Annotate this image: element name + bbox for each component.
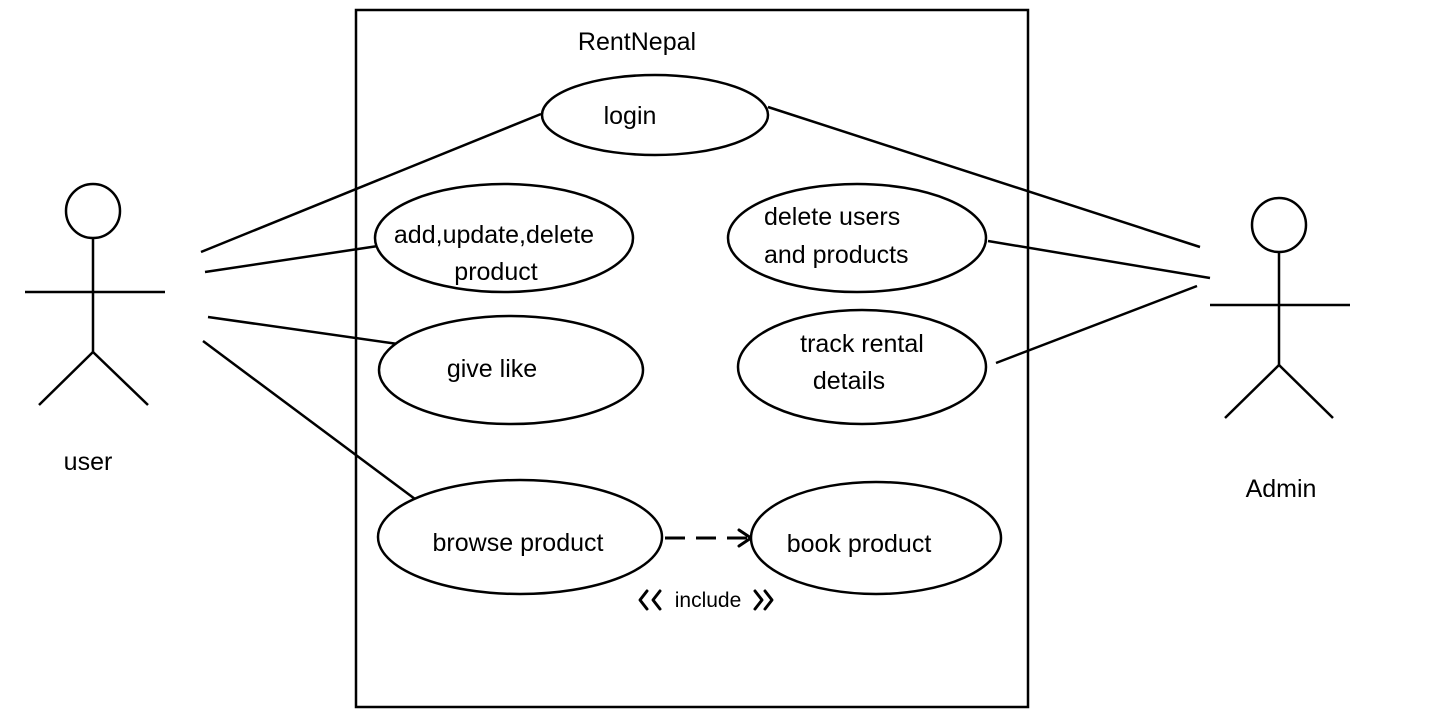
actor-head [1250,196,1308,254]
actor-admin-figure [1210,196,1350,419]
use-case-label: and products [764,241,909,269]
actor-right-leg [92,351,149,406]
use-case-label: delete users [764,203,900,231]
use-case-manage-products [373,182,635,294]
association-user-browse-product [202,339,416,501]
use-case-book-product [749,480,1003,596]
right-guillemet-icon [763,589,774,611]
actor-right-leg [1278,364,1334,419]
left-guillemet-icon [638,589,649,611]
association-admin-delete-users-products [987,239,1211,280]
right-guillemet-icon [753,589,764,611]
actor-left-leg [1224,364,1280,419]
system-boundary [354,8,1030,709]
include-label: include [675,589,742,612]
use-case-label: browse product [433,529,604,557]
left-guillemet-icon [651,589,662,611]
use-case-login [540,73,770,157]
use-case-give-like [377,314,645,426]
actor-head [64,182,122,240]
use-case-label: track rental [800,330,924,358]
association-admin-login [767,105,1201,249]
use-case-track-rental [736,308,988,426]
system-title: RentNepal [578,28,696,56]
association-user-manage-products [204,244,379,274]
actor-label-user: user [64,448,113,476]
use-case-label: give like [447,355,537,383]
association-admin-track-rental [995,284,1198,365]
association-user-login [200,112,542,254]
use-case-delete-users-products [726,182,988,294]
use-case-label: add,update,delete [394,221,594,249]
actor-user-figure [25,182,165,406]
use-case-label: details [813,367,885,395]
include-stereotype: include [638,589,774,612]
association-user-give-like [207,315,399,346]
use-case-label: product [454,258,537,286]
use-case-label: login [604,102,657,130]
actor-label-admin: Admin [1246,475,1317,503]
use-case-browse-product [376,478,664,596]
use-case-label: book product [787,530,932,558]
actor-left-leg [38,351,94,406]
